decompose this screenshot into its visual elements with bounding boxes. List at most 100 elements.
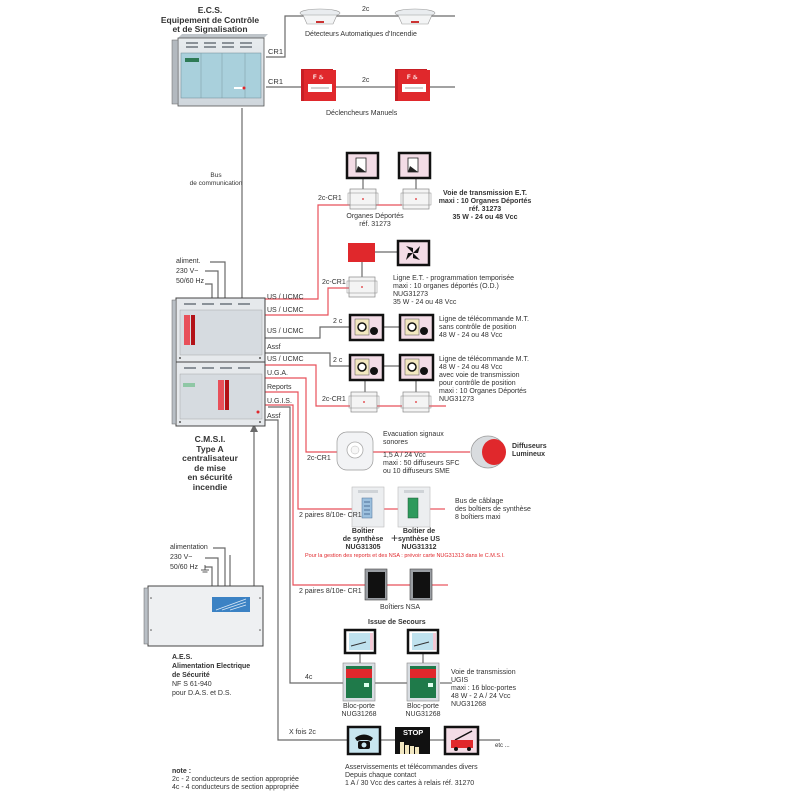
synthese-wire-label: 2 paires 8/10e- CR1 — [299, 512, 362, 519]
synthese-note: Pour la gestion des reports et des NSA :… — [305, 553, 505, 559]
boitier-nsa-1[interactable] — [364, 568, 388, 601]
sounder[interactable] — [336, 431, 374, 471]
organe-deporte-2[interactable] — [400, 188, 432, 210]
note-block: note :2c - 2 conducteurs de section appr… — [172, 768, 299, 791]
manual-wire-label: 2c — [362, 77, 370, 84]
telecommande2-desc: Ligne de télécommande M.T.48 W - 24 ou 4… — [439, 356, 529, 403]
stop-label: STOP — [403, 728, 424, 737]
etc-label: etc ... — [495, 743, 510, 749]
wire-ecs-detectors — [266, 15, 455, 58]
stop-icon[interactable] — [395, 727, 430, 754]
cmsi-output-7: Reports — [267, 384, 292, 391]
telecommande2-wire-label: 2 c — [333, 357, 343, 364]
ground-icon — [201, 565, 209, 573]
wire-telecommande1 — [265, 326, 350, 339]
organe-deporte-mt-1[interactable] — [348, 391, 380, 413]
organe-deporte-et[interactable] — [346, 276, 378, 298]
fire-truck-icon[interactable] — [443, 725, 480, 756]
boitier-synthese-us[interactable] — [397, 486, 431, 528]
red-wiring — [265, 204, 470, 586]
asservissements-wire-label: X fois 2c — [289, 729, 316, 736]
wire-ligne-et — [265, 287, 349, 316]
emergency-exit-1[interactable] — [343, 628, 377, 655]
ecs-cr1-bottom: CR1 — [268, 77, 284, 86]
organe-display-1[interactable] — [345, 151, 380, 180]
telecommande-1a[interactable] — [348, 313, 385, 342]
cmsi-output-6: U.G.A. — [267, 370, 289, 377]
nsa-wire-label: 2 paires 8/10e- CR1 — [299, 588, 362, 595]
telecommande-1b[interactable] — [398, 313, 435, 342]
cmsi-output-3: US / UCMC — [267, 328, 304, 335]
manual-label: Déclencheurs Manuels — [326, 110, 398, 117]
cmsi-panel[interactable] — [171, 297, 266, 427]
cmsi-power-label: aliment.230 V~50/60 Hz — [176, 258, 205, 285]
cmsi-output-8: U.G.I.S. — [267, 398, 292, 405]
emergency-exit-2[interactable] — [406, 628, 440, 655]
ecs-panel[interactable] — [171, 34, 268, 107]
telecommande-2a[interactable] — [348, 353, 385, 382]
boitier-synthese[interactable] — [351, 486, 385, 528]
cmsi-output-1: US / UCMC — [267, 294, 304, 301]
manual-call-point-1[interactable]: F ♨ — [301, 69, 336, 101]
organe-display-2[interactable] — [397, 151, 432, 180]
bloc-porte-1[interactable] — [342, 662, 376, 702]
organe-deporte-mt-2[interactable] — [400, 391, 432, 413]
telecommande2-wire2-label: 2c-CR1 — [322, 396, 346, 403]
cmsi-output-2: US / UCMC — [267, 307, 304, 314]
boitier-nsa-2[interactable] — [409, 568, 433, 601]
synthese-plus: + — [391, 531, 399, 545]
ecs-cr1-top: CR1 — [268, 47, 284, 56]
grey-wiring — [205, 15, 500, 741]
cmsi-output-4: Assf — [267, 344, 281, 351]
telephone-icon[interactable] — [346, 725, 382, 756]
wire-reports — [265, 391, 352, 510]
secours-wire-label: 4c — [305, 674, 313, 681]
light-diffuser[interactable] — [470, 435, 506, 469]
bloc-porte-2[interactable] — [406, 662, 440, 702]
wire-asservissements — [265, 419, 348, 741]
detectors-wire-label: 2c — [362, 6, 370, 13]
svg-text:F ♨: F ♨ — [313, 74, 324, 81]
wire-nsa — [265, 404, 365, 586]
evacuation-wire-label: 2c-CR1 — [307, 455, 331, 462]
secours-title: Issue de Secours — [368, 619, 426, 626]
detector-2[interactable] — [394, 8, 436, 25]
ligne-et-wire-label: 2c-CR1 — [322, 279, 346, 286]
organe-deporte-1[interactable] — [347, 188, 379, 210]
manual-call-point-2[interactable]: F ♨ — [395, 69, 430, 101]
telecommande1-desc: Ligne de télécommande M.T.sans contrôle … — [439, 316, 529, 339]
organes-wire-label: 2c-CR1 — [318, 195, 342, 202]
telecommande1-wire-label: 2 c — [333, 318, 343, 325]
wire-telecommande2 — [265, 352, 350, 367]
aes-cabinet[interactable] — [143, 585, 264, 647]
detectors-label: Détecteurs Automatiques d'Incendie — [305, 31, 417, 38]
organes-desc: Voie de transmission E.T.maxi : 10 Organ… — [438, 190, 532, 221]
svg-text:F ♨: F ♨ — [407, 74, 418, 81]
nsa-label: Boîtiers NSA — [380, 604, 421, 611]
wire-uga — [265, 377, 337, 453]
telecommande-2b[interactable] — [398, 353, 435, 382]
cmsi-output-5: US / UCMC — [267, 356, 304, 363]
fan-icon[interactable] — [396, 239, 431, 267]
detector-1[interactable] — [299, 8, 341, 25]
wire-ugis — [268, 406, 343, 684]
red-actuator[interactable] — [348, 243, 375, 262]
wire-organes — [265, 204, 350, 300]
